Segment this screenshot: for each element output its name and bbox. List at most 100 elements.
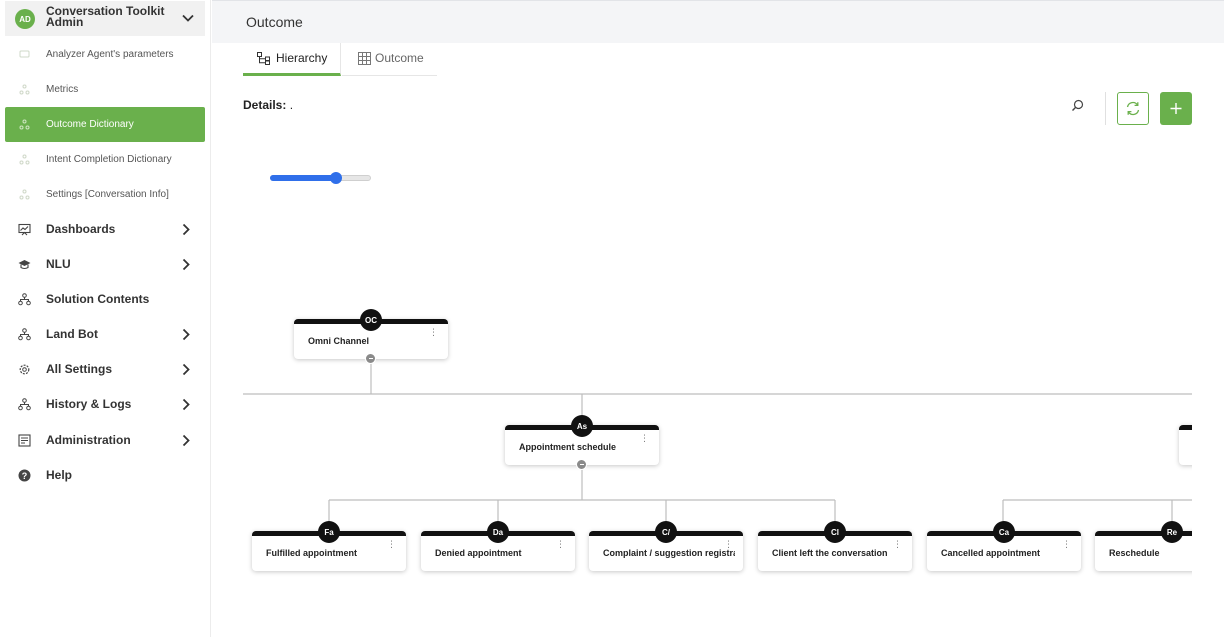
tree-node-level2[interactable]: Ca Cancelled appointment ⋮: [927, 521, 1081, 571]
sitemap-icon: [19, 189, 30, 200]
chevron-right-icon: [182, 434, 190, 447]
chevron-right-icon: [182, 328, 190, 341]
chart-icon: [18, 223, 31, 236]
tree-node-level2[interactable]: Fa Fulfilled appointment ⋮: [252, 521, 406, 571]
sidebar-item-help[interactable]: ? Help: [5, 458, 205, 493]
more-options-icon[interactable]: ⋮: [387, 539, 396, 549]
tab-hierarchy[interactable]: Hierarchy: [243, 43, 341, 76]
more-options-icon[interactable]: ⋮: [556, 539, 565, 549]
avatar: AD: [15, 9, 35, 29]
more-options-icon[interactable]: ⋮: [724, 539, 733, 549]
hierarchy-icon: [257, 52, 270, 65]
tree-node-level2[interactable]: Da Denied appointment ⋮: [421, 521, 575, 571]
sidebar-item-outcome-dictionary[interactable]: Outcome Dictionary: [5, 107, 205, 142]
node-label: Fulfilled appointment: [266, 548, 357, 558]
sidebar-item-label: All Settings: [46, 362, 113, 376]
details-line: Details: .: [243, 98, 293, 112]
node-badge: As: [571, 415, 593, 437]
collapse-toggle[interactable]: [576, 459, 587, 470]
sidebar-item-all-settings[interactable]: All Settings: [5, 352, 205, 387]
app-title: Conversation Toolkit Admin: [46, 4, 165, 29]
node-label: Client left the conversation: [772, 548, 888, 558]
sitemap-icon: [18, 398, 31, 411]
node-badge: Fa: [318, 521, 340, 543]
table-icon: [358, 52, 371, 65]
node-label: Denied appointment: [435, 548, 522, 558]
sidebar-item-label: Administration: [46, 433, 131, 447]
sitemap-icon: [19, 154, 30, 165]
node-label: Cancelled appointment: [941, 548, 1041, 558]
details-value: .: [289, 98, 294, 112]
sitemap-icon: [18, 293, 31, 306]
sidebar-item-metrics[interactable]: Metrics: [5, 72, 205, 107]
node-label: Omni Channel: [308, 336, 370, 346]
node-label: Appointment schedule: [519, 442, 617, 452]
graduation-cap-icon: [18, 260, 31, 270]
tree-node-level1[interactable]: As Appointment schedule ⋮: [505, 415, 659, 465]
sidebar-item-dashboards[interactable]: Dashboards: [5, 212, 205, 247]
more-options-icon[interactable]: ⋮: [640, 433, 649, 443]
chevron-right-icon: [182, 398, 190, 411]
refresh-icon: [1126, 101, 1140, 116]
chevron-right-icon: [182, 363, 190, 376]
node-label: Complaint / suggestion registrati: [603, 548, 735, 558]
sidebar: AD Conversation Toolkit Admin Analyzer A…: [0, 0, 211, 637]
node-badge: Da: [487, 521, 509, 543]
more-options-icon[interactable]: ⋮: [893, 539, 902, 549]
tree-node-level2[interactable]: Re Reschedule ⋮: [1095, 521, 1192, 571]
tab-outcome[interactable]: Outcome: [342, 43, 437, 76]
svg-text:?: ?: [22, 471, 28, 481]
page-title: Outcome: [246, 14, 303, 30]
more-options-icon[interactable]: ⋮: [429, 327, 438, 337]
tree-node-level2[interactable]: C/ Complaint / suggestion registrati ⋮: [589, 521, 743, 571]
plus-icon: [1170, 103, 1182, 114]
sidebar-item-label: Intent Completion Dictionary: [46, 154, 172, 165]
sidebar-item-land-bot[interactable]: Land Bot: [5, 317, 205, 352]
refresh-button[interactable]: [1117, 92, 1149, 125]
admin-icon: [18, 434, 31, 447]
page-header: Outcome: [212, 0, 1224, 43]
add-button[interactable]: [1160, 92, 1192, 125]
chevron-down-icon[interactable]: [181, 11, 195, 25]
tree-node-level1-offscreen[interactable]: [1179, 425, 1192, 465]
toolbar-divider: [1105, 92, 1106, 125]
hierarchy-tree: OC Omni Channel ⋮ As Appointment schedul…: [243, 300, 1192, 590]
collapse-toggle[interactable]: [365, 353, 376, 364]
tree-node-root[interactable]: OC Omni Channel ⋮: [294, 309, 448, 359]
node-badge: Ca: [993, 521, 1015, 543]
sidebar-item-label: Dashboards: [46, 222, 116, 236]
sidebar-item-label: Metrics: [46, 84, 79, 95]
sidebar-item-analyzer-params[interactable]: Analyzer Agent's parameters: [5, 37, 205, 72]
sidebar-item-intent-completion[interactable]: Intent Completion Dictionary: [5, 142, 205, 177]
zoom-slider[interactable]: [270, 172, 372, 184]
more-options-icon[interactable]: ⋮: [1062, 539, 1071, 549]
node-label: Reschedule: [1109, 548, 1160, 558]
sidebar-item-settings-conversation[interactable]: Settings [Conversation Info]: [5, 177, 205, 212]
help-icon: ?: [18, 469, 31, 482]
chevron-right-icon: [182, 258, 190, 271]
slider-thumb[interactable]: [330, 172, 342, 184]
sidebar-item-label: Outcome Dictionary: [46, 119, 134, 130]
tree-node-level2[interactable]: Cl Client left the conversation ⋮: [758, 521, 912, 571]
message-icon: [19, 50, 30, 58]
sidebar-item-label: NLU: [46, 257, 71, 271]
gear-icon: [19, 364, 30, 375]
sitemap-icon: [19, 119, 30, 130]
sidebar-item-label: Help: [46, 468, 73, 482]
sidebar-item-administration[interactable]: Administration: [5, 423, 205, 458]
node-badge: Cl: [824, 521, 846, 543]
sidebar-item-label: Settings [Conversation Info]: [46, 189, 169, 200]
sidebar-item-history-logs[interactable]: History & Logs: [5, 387, 205, 422]
sidebar-item-label: Solution Contents: [46, 292, 150, 306]
sitemap-icon: [19, 84, 30, 95]
sidebar-item-nlu[interactable]: NLU: [5, 247, 205, 282]
sidebar-header[interactable]: AD Conversation Toolkit Admin: [5, 1, 205, 36]
sidebar-item-label: Analyzer Agent's parameters: [46, 49, 174, 60]
sidebar-item-solution-contents[interactable]: Solution Contents: [5, 282, 205, 317]
sidebar-item-label: History & Logs: [46, 397, 132, 411]
node-badge: OC: [360, 309, 382, 331]
search-icon[interactable]: [1071, 99, 1085, 113]
sidebar-item-label: Land Bot: [46, 327, 98, 341]
sitemap-icon: [18, 328, 31, 341]
